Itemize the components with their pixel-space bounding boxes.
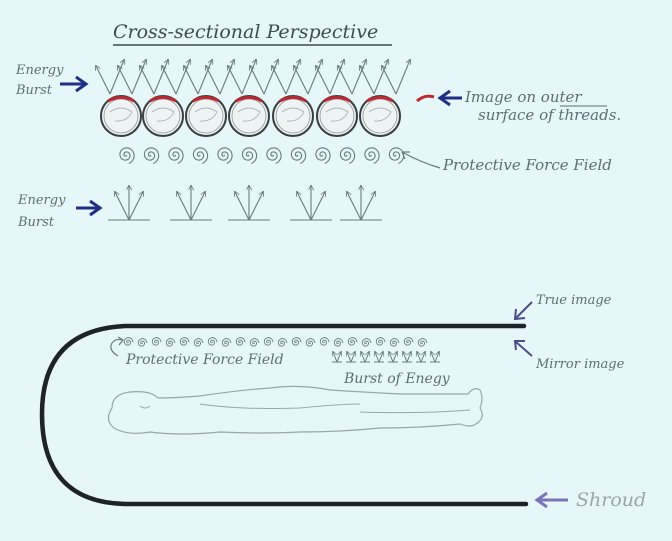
thread-circle	[100, 95, 142, 137]
small-burst	[374, 352, 384, 363]
small-burst	[388, 352, 398, 363]
small-spiral-icon	[179, 337, 190, 346]
true-image-label: True image	[536, 293, 612, 308]
small-burst	[360, 352, 370, 363]
small-burst	[430, 352, 440, 363]
small-spiral-icon	[417, 338, 428, 347]
small-spiral-icon	[263, 337, 274, 346]
thread-circle	[272, 95, 314, 137]
pencil-arrow-icon	[401, 151, 441, 169]
blue-arrow-icon-2	[76, 199, 103, 217]
small-spiral-icon	[165, 338, 176, 347]
blue-arrow-icon	[60, 75, 89, 93]
blue-arrow-left-icon	[437, 89, 462, 107]
burst-group	[170, 186, 212, 221]
shroud-force-field-spirals	[123, 337, 428, 347]
energy-burst-arrows	[96, 60, 410, 95]
spiral-icon	[241, 147, 258, 165]
small-spiral-icon	[403, 337, 414, 346]
spiral-icon	[388, 147, 405, 165]
small-spiral-icon	[123, 337, 134, 346]
small-spiral-icon	[235, 337, 246, 346]
thread-circle	[228, 95, 270, 137]
burst-arrow-pair	[382, 60, 410, 95]
small-burst	[332, 352, 342, 363]
energy-burst2-label-line2: Burst	[17, 215, 55, 230]
small-spiral-icon	[249, 338, 260, 347]
small-spiral-icon	[333, 338, 344, 347]
image-red-mark	[149, 96, 177, 103]
small-spiral-icon	[151, 337, 162, 346]
shroud-label: Shroud	[576, 489, 646, 511]
shroud-force-field-label: Protective Force Field	[125, 352, 284, 368]
spiral-icon	[168, 147, 184, 165]
small-burst	[402, 352, 412, 363]
small-spiral-icon	[319, 337, 330, 346]
force-field-spirals	[119, 147, 405, 165]
small-spiral-icon	[361, 338, 372, 347]
spiral-icon	[143, 147, 160, 165]
spiral-icon	[119, 147, 135, 165]
energy-burst2-label-line1: Energy	[17, 193, 66, 208]
mirror-image-arrow-icon	[513, 340, 533, 357]
small-spiral-icon	[221, 338, 232, 347]
body-face-line	[139, 405, 151, 409]
shroud-burst-arrows	[332, 352, 440, 363]
image-red-mark	[235, 96, 263, 103]
spiral-icon	[315, 147, 331, 165]
burst-group	[228, 186, 270, 221]
burst-arrow-pair	[96, 60, 124, 95]
burst-group	[108, 186, 150, 221]
burst-of-energy-label: Burst of Enegy	[343, 371, 451, 387]
body-arm-line	[199, 403, 361, 409]
burst-group	[340, 186, 382, 221]
mirror-image-label: Mirror image	[535, 357, 625, 372]
shroud-outline	[39, 323, 529, 507]
body-leg-line	[359, 409, 471, 414]
small-spiral-icon	[291, 337, 302, 346]
image-red-mark	[366, 96, 394, 103]
hook-arrow-icon	[110, 336, 124, 357]
diagram-title: Cross-sectional Perspective	[113, 21, 378, 43]
energy-burst-groups	[108, 186, 382, 221]
image-red-mark	[279, 96, 307, 103]
small-spiral-icon	[137, 338, 148, 347]
image-red-mark	[107, 96, 135, 103]
small-spiral-icon	[193, 338, 204, 347]
shroud-arrow-icon	[534, 491, 568, 509]
small-spiral-icon	[389, 338, 400, 347]
thread-circle	[316, 95, 358, 137]
small-burst	[346, 352, 356, 363]
energy-burst-label-line1: Energy	[15, 63, 64, 78]
image-label-line2: surface of threads.	[478, 106, 621, 124]
small-spiral-icon	[277, 338, 288, 347]
thread-circle	[359, 95, 401, 137]
red-mark-icon	[416, 94, 435, 103]
small-spiral-icon	[375, 337, 386, 346]
body-outline	[107, 385, 483, 435]
spiral-icon	[364, 147, 380, 165]
true-image-arrow-icon	[513, 301, 533, 321]
spiral-icon	[266, 147, 282, 165]
force-field-label: Protective Force Field	[442, 156, 612, 174]
small-burst	[416, 352, 426, 363]
image-label-line1: Image on outer	[464, 88, 582, 106]
thread-circle	[185, 95, 227, 137]
image-red-mark	[323, 96, 351, 103]
small-spiral-icon	[305, 338, 316, 347]
spiral-icon	[217, 147, 233, 165]
small-spiral-icon	[347, 337, 358, 346]
small-spiral-icon	[207, 337, 218, 346]
energy-burst-label-line2: Burst	[15, 83, 53, 98]
burst-group	[290, 186, 332, 221]
spiral-icon	[290, 147, 307, 165]
thread-cross-sections	[100, 95, 401, 137]
spiral-icon	[192, 147, 209, 165]
thread-circle	[142, 95, 184, 137]
spiral-icon	[339, 147, 356, 165]
image-red-mark	[192, 96, 220, 103]
